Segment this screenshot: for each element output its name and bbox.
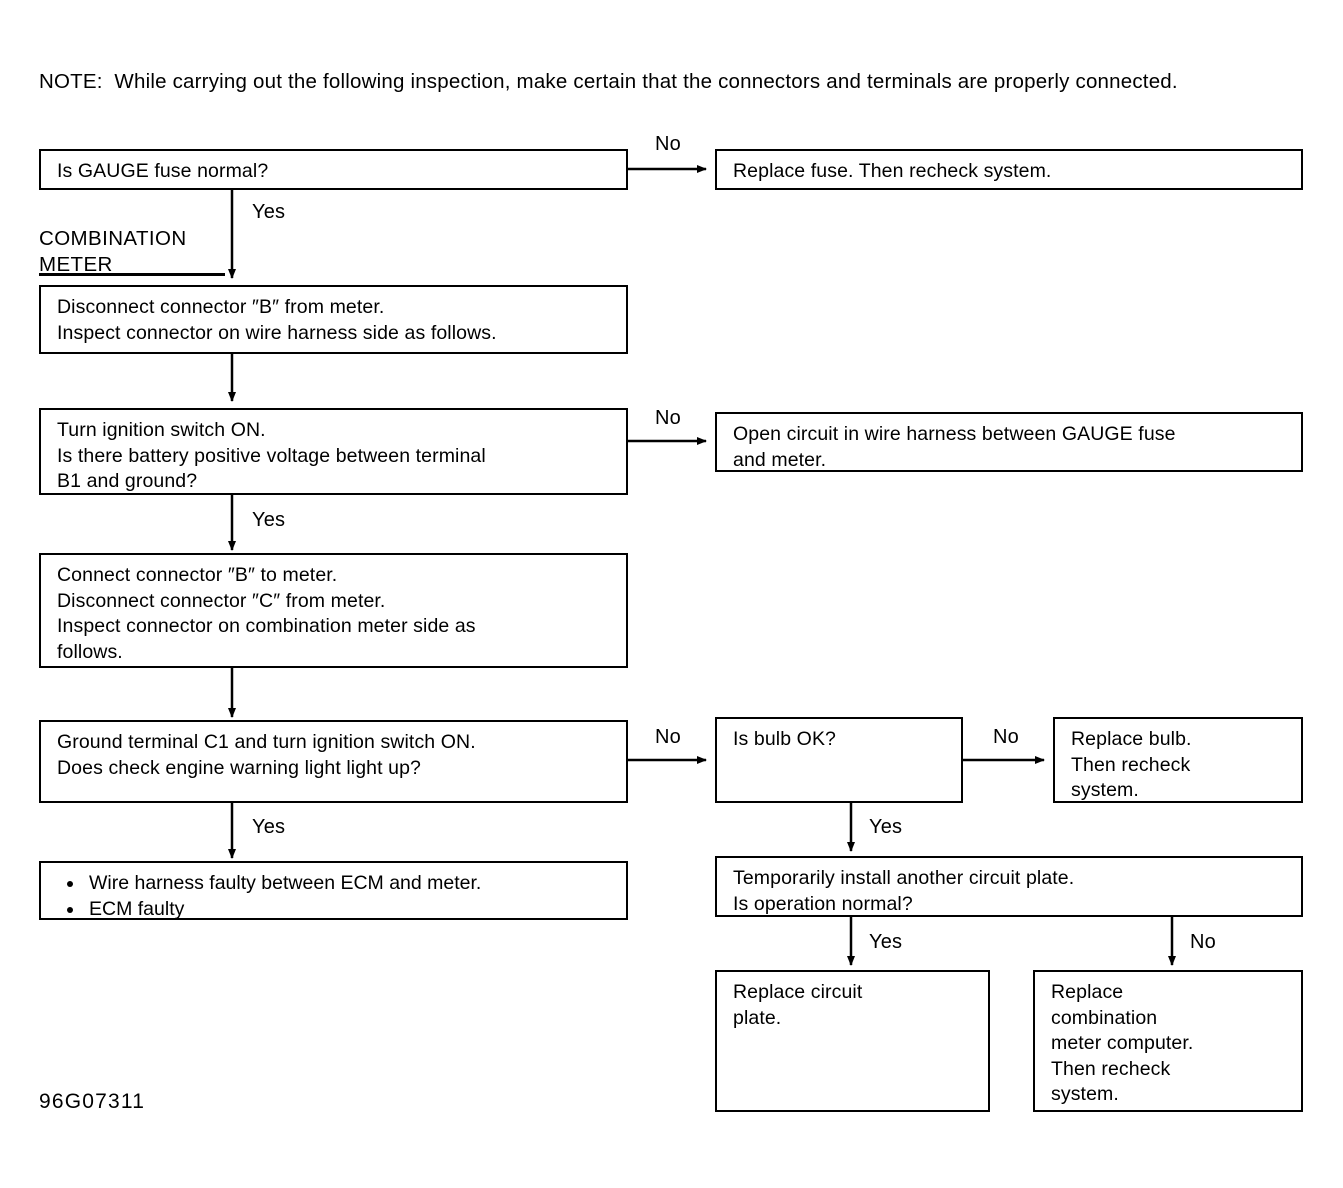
- box-is-bulb-ok[interactable]: Is bulb OK?: [715, 717, 963, 803]
- box-gauge-fuse-text: Is GAUGE fuse normal?: [57, 160, 269, 182]
- box-replace-meter-computer-text: Replace combination meter computer. Then…: [1051, 981, 1194, 1105]
- box-replace-bulb[interactable]: Replace bulb. Then recheck system.: [1053, 717, 1303, 803]
- box-ground-terminal-c1[interactable]: Ground terminal C1 and turn ignition swi…: [39, 720, 628, 803]
- box-battery-voltage-check[interactable]: Turn ignition switch ON. Is there batter…: [39, 408, 628, 495]
- box-circuit-plate-test-text: Temporarily install another circuit plat…: [733, 867, 1075, 915]
- box-open-circuit[interactable]: Open circuit in wire harness between GAU…: [715, 412, 1303, 472]
- edge-label-bulb-yes: Yes: [869, 816, 903, 838]
- box-replace-meter-computer[interactable]: Replace combination meter computer. Then…: [1033, 970, 1303, 1112]
- box-ground-terminal-c1-text: Ground terminal C1 and turn ignition swi…: [57, 731, 476, 779]
- edge-label-fuse-no: No: [655, 133, 681, 155]
- edge-label-voltage-yes: Yes: [252, 509, 286, 531]
- box-is-bulb-ok-text: Is bulb OK?: [733, 728, 836, 750]
- edge-label-plate-yes: Yes: [869, 931, 903, 953]
- edge-label-ground-no: No: [655, 726, 681, 748]
- section-label-underline: [39, 273, 225, 276]
- box-battery-voltage-check-text: Turn ignition switch ON. Is there batter…: [57, 419, 486, 492]
- box-replace-bulb-text: Replace bulb. Then recheck system.: [1071, 728, 1192, 801]
- box-disconnect-connector-b[interactable]: Disconnect connector ″B″ from meter. Ins…: [39, 285, 628, 354]
- box-gauge-fuse[interactable]: Is GAUGE fuse normal?: [39, 149, 628, 190]
- edge-label-bulb-no: No: [993, 726, 1019, 748]
- box-replace-fuse[interactable]: Replace fuse. Then recheck system.: [715, 149, 1303, 190]
- edge-label-fuse-yes: Yes: [252, 201, 286, 223]
- box-disconnect-connector-b-text: Disconnect connector ″B″ from meter. Ins…: [57, 296, 497, 344]
- edge-label-voltage-no: No: [655, 407, 681, 429]
- box-connect-b-disconnect-c[interactable]: Connect connector ″B″ to meter. Disconne…: [39, 553, 628, 668]
- box-replace-circuit-plate-text: Replace circuit plate.: [733, 981, 863, 1029]
- section-label-combination-meter: COMBINATION METER: [39, 227, 187, 276]
- box-circuit-plate-test[interactable]: Temporarily install another circuit plat…: [715, 856, 1303, 917]
- list-item: ECM faulty: [57, 897, 620, 923]
- box-faulty-results[interactable]: Wire harness faulty between ECM and mete…: [39, 861, 628, 920]
- edge-label-ground-yes: Yes: [252, 816, 286, 838]
- edge-label-plate-no: No: [1190, 931, 1216, 953]
- box-faulty-results-list: Wire harness faulty between ECM and mete…: [57, 871, 620, 922]
- box-open-circuit-text: Open circuit in wire harness between GAU…: [733, 423, 1176, 471]
- list-item: Wire harness faulty between ECM and mete…: [57, 871, 620, 897]
- box-replace-fuse-text: Replace fuse. Then recheck system.: [733, 160, 1052, 182]
- note-text: NOTE: While carrying out the following i…: [39, 70, 1178, 93]
- box-connect-b-disconnect-c-text: Connect connector ″B″ to meter. Disconne…: [57, 564, 476, 663]
- box-replace-circuit-plate[interactable]: Replace circuit plate.: [715, 970, 990, 1112]
- figure-id: 96G07311: [39, 1090, 146, 1113]
